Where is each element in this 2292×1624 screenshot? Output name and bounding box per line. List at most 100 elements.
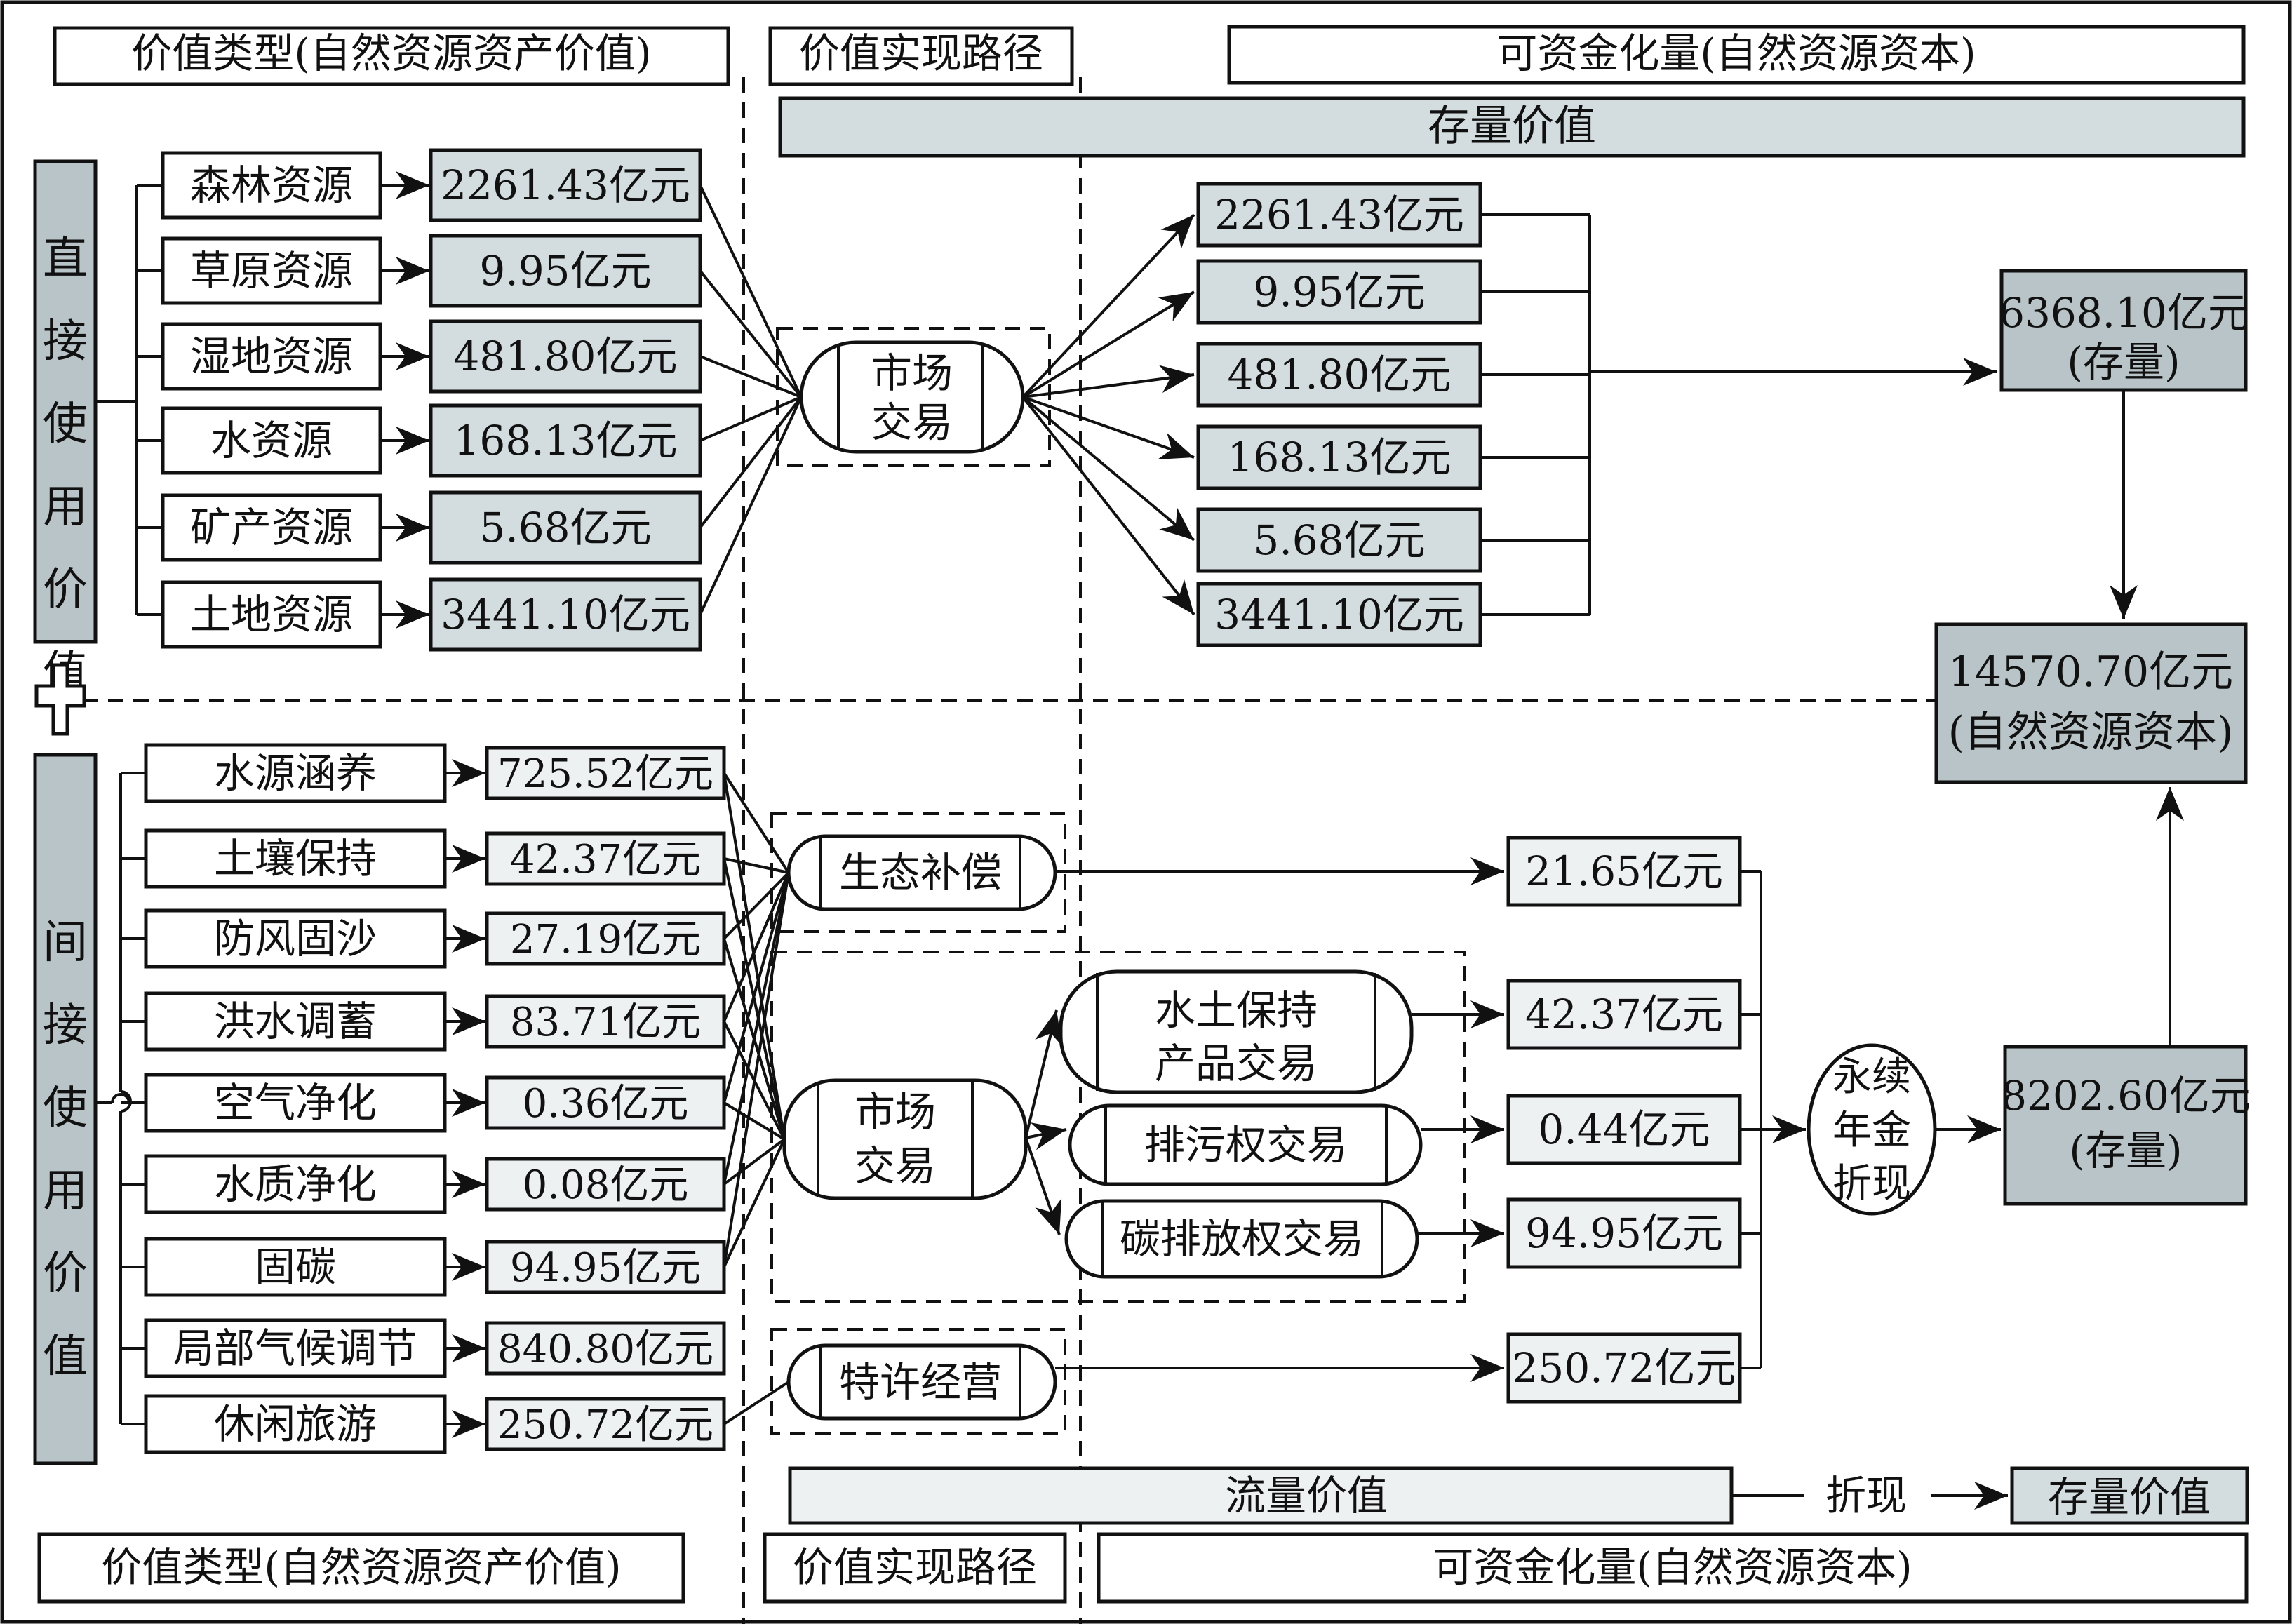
item-to-path-line <box>723 872 790 1103</box>
header-type-top-label: 价值类型(自然资源资产价值) <box>131 29 651 77</box>
stock-value-badge-label: 存量价值 <box>2048 1473 2211 1521</box>
direct-item-name: 土地资源 <box>190 591 353 638</box>
direct-item: 湿地资源 481.80亿元 <box>137 319 802 398</box>
direct-output-box <box>1196 259 1482 325</box>
indirect-item-value-box <box>485 1157 726 1212</box>
indirect-item: 水源涵养 725.52亿元 <box>121 743 790 874</box>
indirect-item-value: 83.71亿元 <box>510 1000 701 1045</box>
header-path-top-label: 价值实现路径 <box>799 29 1043 77</box>
direct-output-box <box>1196 507 1482 573</box>
direct-market-node: 市场 交易 <box>799 340 1025 454</box>
submarket-soil-label-1: 水土保持 <box>1155 986 1318 1034</box>
flow-banner: 流量价值 <box>788 1466 1734 1525</box>
indirect-item-name: 空气净化 <box>214 1079 377 1127</box>
indirect-item-value-box <box>485 994 726 1049</box>
direct-item-name-box <box>161 493 382 562</box>
indirect-output-box <box>1506 1197 1742 1269</box>
direct-item-name: 水资源 <box>210 417 333 464</box>
header-path-top: 价值实现路径 <box>768 26 1074 86</box>
direct-item-name: 湿地资源 <box>190 333 353 380</box>
indirect-market-label-2: 交易 <box>855 1142 936 1190</box>
indirect-item-name: 防风固沙 <box>214 915 377 962</box>
indirect-item: 空气净化 0.36亿元 <box>121 1073 786 1141</box>
eco-comp-group <box>770 812 1066 933</box>
indirect-output: 250.72亿元 <box>1055 1332 1761 1404</box>
market-to-output-arrow <box>1022 365 1195 398</box>
direct-market-label-1: 市场 <box>871 349 953 397</box>
indirect-item-name-box <box>144 828 447 889</box>
direct-output: 5.68亿元 <box>1021 396 1590 573</box>
direct-item-name: 草原资源 <box>190 247 353 295</box>
item-to-path-line <box>723 772 790 874</box>
direct-output-value: 2261.43亿元 <box>1214 191 1464 239</box>
direct-output: 3441.10亿元 <box>1021 396 1590 647</box>
indirect-item-name-box <box>144 908 447 969</box>
header-capital-bottom: 可资金化量(自然资源资本) <box>1097 1532 2249 1604</box>
annuity-discount-node: 永续 年金 折现 <box>1807 1043 1937 1216</box>
direct-item-name-box <box>161 236 382 305</box>
eco-comp-label: 生态补偿 <box>839 849 1002 897</box>
direct-to-market-line <box>699 396 802 442</box>
submarket-pollution-label: 排污权交易 <box>1144 1121 1348 1169</box>
direct-output: 2261.43亿元 <box>1021 182 1590 398</box>
direct-to-market-line <box>699 355 802 398</box>
indirect-total-note: (存量) <box>2069 1127 2182 1174</box>
eco-comp-node: 生态补偿 <box>786 834 1057 911</box>
submarket-soil: 水土保持 产品交易 <box>1059 969 1414 1094</box>
indirect-item-value: 725.52亿元 <box>497 751 713 797</box>
direct-item-value-box <box>429 319 702 394</box>
header-capital-bottom-label: 可资金化量(自然资源资本) <box>1433 1543 1912 1591</box>
direct-item-value-box <box>429 577 702 652</box>
plus-icon <box>34 663 86 736</box>
franchise-label: 特许经营 <box>839 1358 1002 1406</box>
market-trade-group <box>770 951 1466 1303</box>
item-to-path-line <box>723 872 790 1185</box>
direct-item-value: 481.80亿元 <box>454 333 678 380</box>
arrow-to-carbon <box>1024 1137 1062 1235</box>
direct-output-value: 3441.10亿元 <box>1214 591 1464 638</box>
item-to-path-line <box>723 1021 786 1140</box>
item-to-path-line <box>723 938 786 1140</box>
arrow-to-soil <box>1024 1009 1063 1139</box>
direct-output-value: 481.80亿元 <box>1228 351 1452 398</box>
grand-total-value: 14570.70亿元 <box>1948 647 2233 697</box>
indirect-item-value: 250.72亿元 <box>497 1402 713 1448</box>
direct-item-name-box <box>161 322 382 391</box>
direct-item-value-box <box>429 490 702 565</box>
submarket-carbon-label: 碳排放权交易 <box>1120 1215 1364 1263</box>
market-to-output-arrow <box>1021 396 1195 616</box>
annuity-label-3: 折现 <box>1832 1161 1911 1207</box>
indirect-output: 94.95亿元 <box>1417 1197 1761 1269</box>
indirect-item-name-box <box>144 991 447 1052</box>
grand-total-box: 14570.70亿元 (自然资源资本) <box>1934 622 2248 784</box>
indirect-output-box <box>1506 1332 1742 1404</box>
indirect-output-box <box>1506 1094 1742 1165</box>
indirect-output-value: 94.95亿元 <box>1525 1209 1723 1257</box>
indirect-item-name: 水源涵养 <box>214 749 377 797</box>
indirect-item: 固碳 94.95亿元 <box>121 1139 786 1297</box>
direct-item-value: 3441.10亿元 <box>441 591 690 638</box>
indirect-item-name: 固碳 <box>255 1243 336 1291</box>
indirect-item-value: 0.36亿元 <box>523 1081 689 1127</box>
direct-output: 9.95亿元 <box>1021 259 1590 398</box>
indirect-output-value: 21.65亿元 <box>1525 847 1723 895</box>
indirect-output: 42.37亿元 <box>1412 979 1761 1050</box>
flow-banner-label: 流量价值 <box>1225 1472 1388 1519</box>
item-to-path-line <box>723 872 790 1022</box>
direct-item-value-box <box>429 234 702 308</box>
indirect-item-name: 土壤保持 <box>214 835 377 883</box>
direct-item-name: 矿产资源 <box>190 504 353 551</box>
item-to-path-line <box>723 872 790 1268</box>
annuity-label-2: 年金 <box>1832 1108 1911 1153</box>
discount-label: 折现 <box>1825 1472 1907 1519</box>
franchise-node: 特许经营 <box>786 1343 1057 1421</box>
indirect-total-box: 8202.60亿元 (存量) <box>2001 1045 2251 1206</box>
indirect-item-name: 局部气候调节 <box>173 1324 417 1372</box>
indirect-item-value: 42.37亿元 <box>510 837 701 883</box>
indirect-item-value: 94.95亿元 <box>510 1245 701 1291</box>
direct-output-value: 5.68亿元 <box>1253 516 1425 564</box>
